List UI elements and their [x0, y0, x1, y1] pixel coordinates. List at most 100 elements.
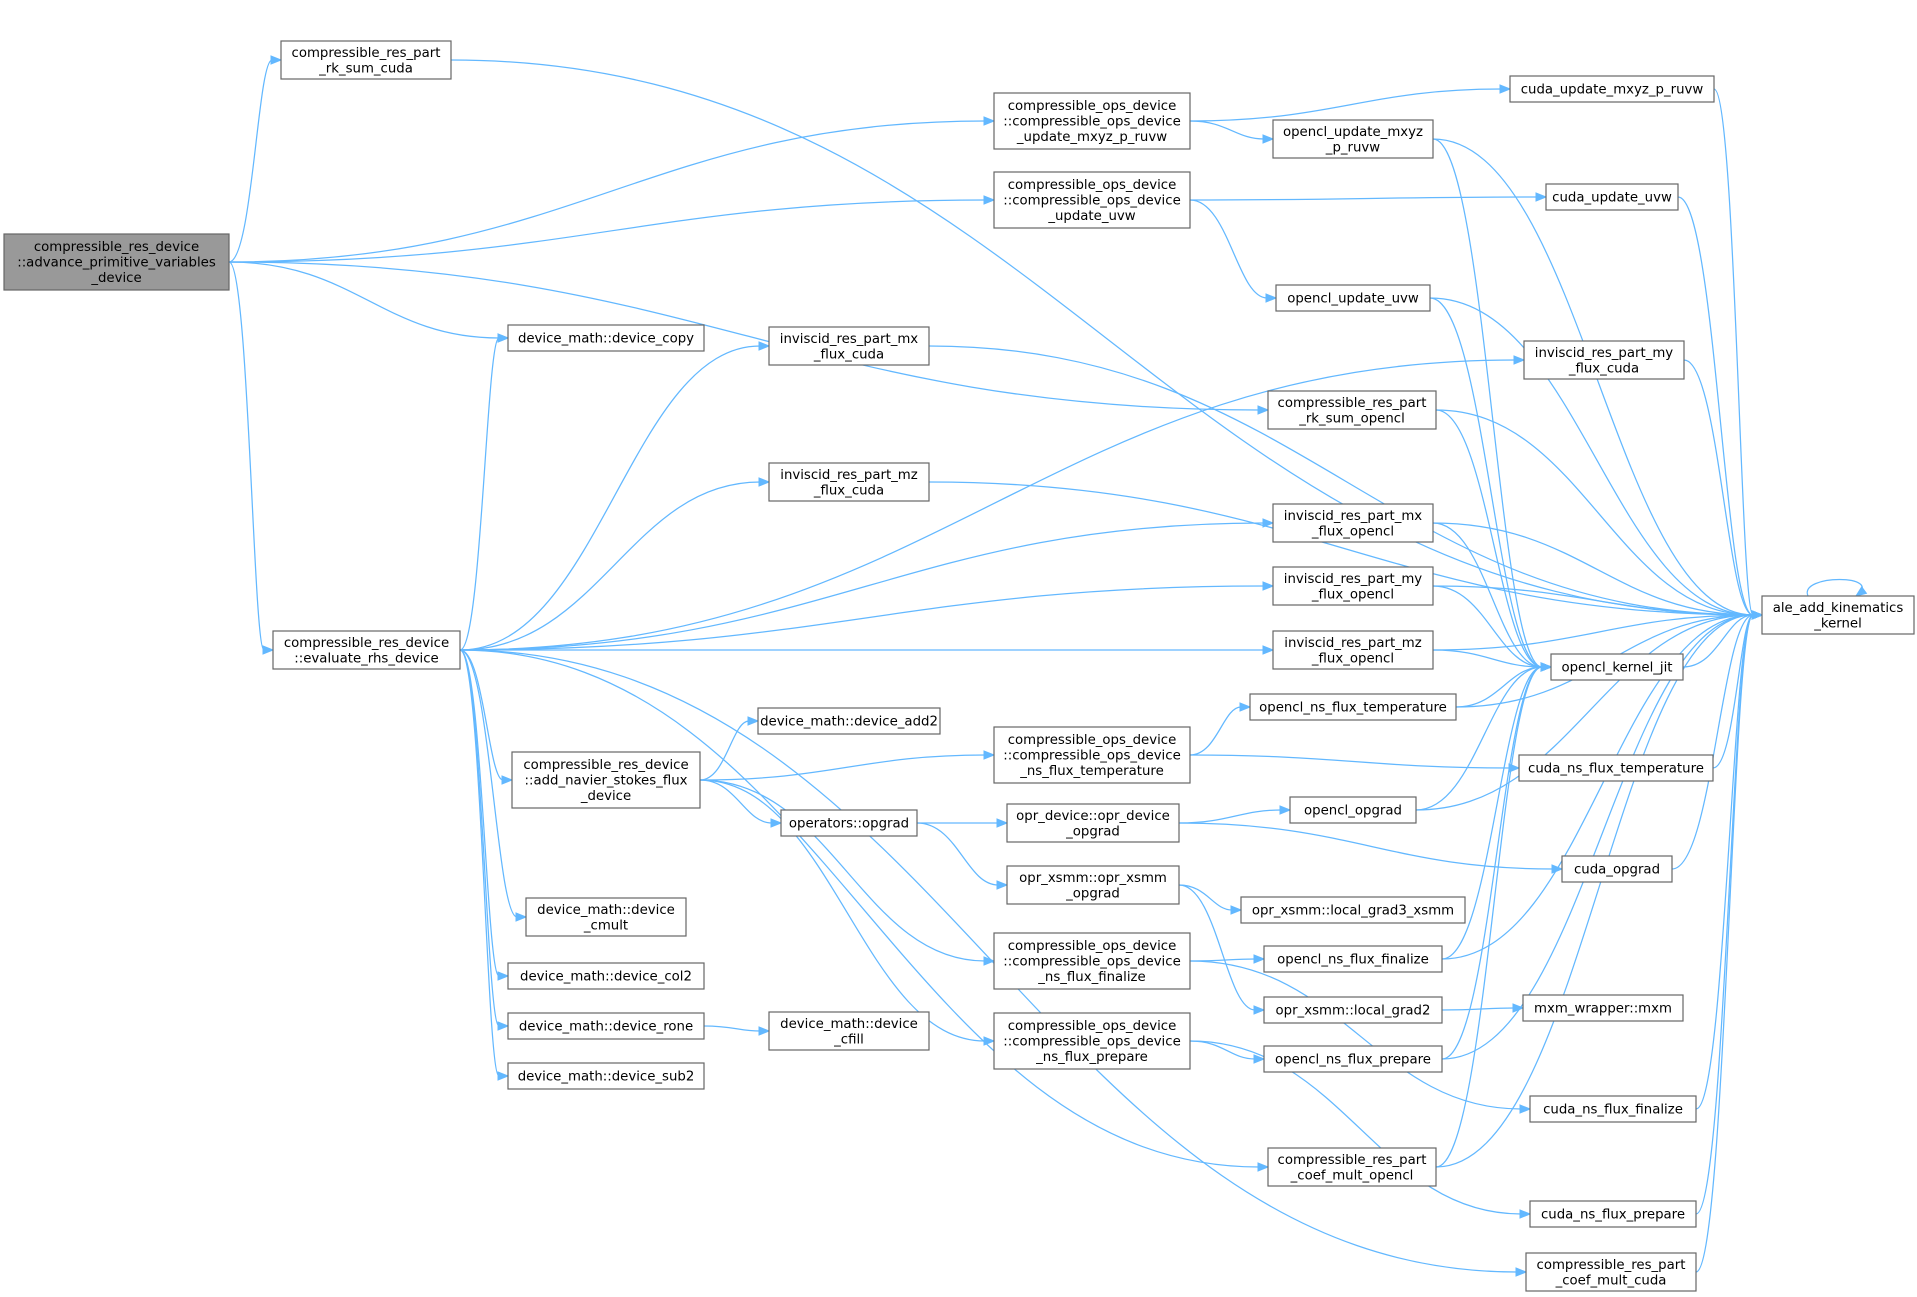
node-device_cmult[interactable]: device_math::device_cmult: [525, 897, 687, 937]
node-box[interactable]: [1289, 796, 1417, 824]
node-ops_ns_flux_finalize[interactable]: compressible_ops_device::compressible_op…: [993, 932, 1191, 990]
node-root[interactable]: compressible_res_device::advance_primiti…: [3, 233, 230, 291]
node-box[interactable]: [768, 462, 930, 502]
node-box[interactable]: [3, 233, 230, 291]
node-box[interactable]: [1272, 119, 1434, 159]
node-cuda_ns_flux_temp[interactable]: cuda_ns_flux_temperature: [1518, 754, 1714, 782]
node-box[interactable]: [768, 1011, 930, 1051]
node-ops_update_uvw[interactable]: compressible_ops_device::compressible_op…: [993, 171, 1191, 229]
node-box[interactable]: [507, 1012, 705, 1040]
node-device_cfill[interactable]: device_math::device_cfill: [768, 1011, 930, 1051]
node-box[interactable]: [1522, 994, 1684, 1022]
node-opr_device_opgrad[interactable]: opr_device::opr_device_opgrad: [1006, 803, 1180, 843]
node-box[interactable]: [993, 92, 1191, 150]
node-device_rone[interactable]: device_math::device_rone: [507, 1012, 705, 1040]
node-box[interactable]: [507, 1062, 705, 1090]
node-cuda_update_uvw[interactable]: cuda_update_uvw: [1545, 183, 1679, 211]
node-opencl_update_uvw[interactable]: opencl_update_uvw: [1275, 284, 1431, 312]
node-opencl_opgrad[interactable]: opencl_opgrad: [1289, 796, 1417, 824]
node-local_grad3[interactable]: opr_xsmm::local_grad3_xsmm: [1240, 896, 1466, 924]
node-box[interactable]: [1525, 1252, 1697, 1292]
node-opr_xsmm_opgrad[interactable]: opr_xsmm::opr_xsmm_opgrad: [1006, 865, 1180, 905]
node-rk_sum_opencl[interactable]: compressible_res_part_rk_sum_opencl: [1267, 390, 1437, 430]
node-box[interactable]: [1545, 183, 1679, 211]
node-box[interactable]: [1275, 284, 1431, 312]
node-box[interactable]: [1523, 340, 1685, 380]
node-ops_ns_flux_temp[interactable]: compressible_ops_device::compressible_op…: [993, 726, 1191, 784]
edge-opencl_ns_flux_prepare-to-opencl_kernel_jit: [1441, 666, 1543, 1060]
node-cuda_ns_flux_prepare[interactable]: cuda_ns_flux_prepare: [1529, 1200, 1697, 1228]
node-box[interactable]: [1006, 865, 1180, 905]
node-box[interactable]: [1272, 503, 1434, 543]
node-inv_my_cuda[interactable]: inviscid_res_part_my_flux_cuda: [1523, 340, 1685, 380]
node-cuda_ns_flux_finalize[interactable]: cuda_ns_flux_finalize: [1529, 1095, 1697, 1123]
node-opencl_ns_flux_temp[interactable]: opencl_ns_flux_temperature: [1249, 693, 1457, 721]
node-rk_sum_cuda[interactable]: compressible_res_part_rk_sum_cuda: [280, 40, 452, 80]
node-box[interactable]: [1529, 1200, 1697, 1228]
node-box[interactable]: [1529, 1095, 1697, 1123]
node-inv_my_opencl[interactable]: inviscid_res_part_my_flux_opencl: [1272, 566, 1434, 606]
node-box[interactable]: [1561, 855, 1673, 883]
node-box[interactable]: [1761, 595, 1915, 635]
node-box[interactable]: [507, 324, 705, 352]
node-add_navier_stokes[interactable]: compressible_res_device::add_navier_stok…: [511, 751, 701, 809]
node-ops_update_mxyz[interactable]: compressible_ops_device::compressible_op…: [993, 92, 1191, 150]
node-label: _flux_opencl: [1311, 587, 1394, 602]
node-label: _ns_flux_temperature: [1019, 764, 1164, 779]
node-box[interactable]: [1263, 996, 1443, 1024]
node-inv_mx_cuda[interactable]: inviscid_res_part_mx_flux_cuda: [768, 326, 930, 366]
node-box[interactable]: [1263, 945, 1443, 973]
node-operators_opgrad[interactable]: operators::opgrad: [780, 809, 918, 837]
node-box[interactable]: [1263, 1045, 1443, 1073]
arrowhead: [515, 912, 528, 922]
node-box[interactable]: [280, 40, 452, 80]
node-box[interactable]: [1550, 653, 1684, 681]
node-opencl_ns_flux_finalize[interactable]: opencl_ns_flux_finalize: [1263, 945, 1443, 973]
node-opencl_kernel_jit[interactable]: opencl_kernel_jit: [1550, 653, 1684, 681]
node-inv_mx_opencl[interactable]: inviscid_res_part_mx_flux_opencl: [1272, 503, 1434, 543]
node-label: inviscid_res_part_mz: [1284, 636, 1422, 651]
node-device_copy[interactable]: device_math::device_copy: [507, 324, 705, 352]
node-cuda_opgrad[interactable]: cuda_opgrad: [1561, 855, 1673, 883]
node-local_grad2[interactable]: opr_xsmm::local_grad2: [1263, 996, 1443, 1024]
edge-opr_device_opgrad-to-opencl_opgrad: [1178, 809, 1282, 824]
node-label: compressible_res_part: [1278, 396, 1427, 411]
node-device_col2[interactable]: device_math::device_col2: [507, 962, 705, 990]
node-box[interactable]: [525, 897, 687, 937]
node-box[interactable]: [1272, 566, 1434, 606]
node-device_add2[interactable]: device_math::device_add2: [757, 707, 941, 735]
node-box[interactable]: [1267, 1147, 1437, 1187]
node-cuda_update_mxyz[interactable]: cuda_update_mxyz_p_ruvw: [1509, 75, 1715, 103]
node-box[interactable]: [511, 751, 701, 809]
node-ale_kernel[interactable]: ale_add_kinematics_kernel: [1761, 595, 1915, 635]
node-box[interactable]: [1518, 754, 1714, 782]
node-box[interactable]: [1272, 630, 1434, 670]
node-box[interactable]: [757, 707, 941, 735]
node-label: cuda_ns_flux_finalize: [1543, 1103, 1683, 1118]
node-box[interactable]: [993, 171, 1191, 229]
node-ops_ns_flux_prepare[interactable]: compressible_ops_device::compressible_op…: [993, 1012, 1191, 1070]
node-box[interactable]: [1240, 896, 1466, 924]
node-box[interactable]: [1267, 390, 1437, 430]
node-box[interactable]: [1006, 803, 1180, 843]
node-inv_mz_opencl[interactable]: inviscid_res_part_mz_flux_opencl: [1272, 630, 1434, 670]
arrowhead: [497, 1021, 510, 1031]
node-box[interactable]: [780, 809, 918, 837]
node-device_sub2[interactable]: device_math::device_sub2: [507, 1062, 705, 1090]
node-coef_mult_opencl[interactable]: compressible_res_part_coef_mult_opencl: [1267, 1147, 1437, 1187]
node-inv_mz_cuda[interactable]: inviscid_res_part_mz_flux_cuda: [768, 462, 930, 502]
node-box[interactable]: [993, 932, 1191, 990]
edge-inv_my_cuda-to-ale_kernel: [1683, 359, 1754, 616]
node-opencl_ns_flux_prepare[interactable]: opencl_ns_flux_prepare: [1263, 1045, 1443, 1073]
node-evaluate_rhs[interactable]: compressible_res_device::evaluate_rhs_de…: [272, 630, 461, 670]
node-mxm[interactable]: mxm_wrapper::mxm: [1522, 994, 1684, 1022]
node-opencl_update_mxyz[interactable]: opencl_update_mxyz_p_ruvw: [1272, 119, 1434, 159]
node-coef_mult_cuda[interactable]: compressible_res_part_coef_mult_cuda: [1525, 1252, 1697, 1292]
node-box[interactable]: [993, 726, 1191, 784]
node-box[interactable]: [993, 1012, 1191, 1070]
node-box[interactable]: [1249, 693, 1457, 721]
node-box[interactable]: [272, 630, 461, 670]
node-box[interactable]: [768, 326, 930, 366]
node-box[interactable]: [1509, 75, 1715, 103]
node-box[interactable]: [507, 962, 705, 990]
